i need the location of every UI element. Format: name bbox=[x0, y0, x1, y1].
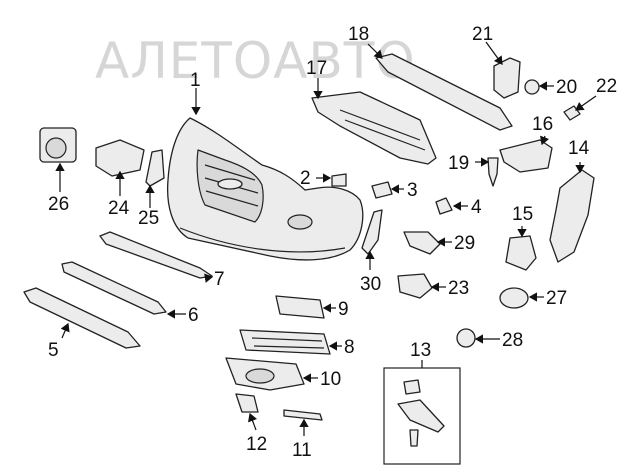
callout-8: 8 bbox=[344, 337, 355, 358]
grille-insert[interactable] bbox=[239, 329, 331, 355]
callout-2: 2 bbox=[300, 168, 311, 189]
callout-3: 3 bbox=[407, 180, 418, 201]
sensor-holder[interactable] bbox=[505, 235, 537, 271]
callout-28: 28 bbox=[502, 330, 523, 351]
mount-plate[interactable] bbox=[145, 149, 165, 187]
callout-21: 21 bbox=[472, 24, 493, 45]
callout-23: 23 bbox=[448, 278, 469, 299]
callout-29: 29 bbox=[454, 233, 475, 254]
mount-bracket[interactable] bbox=[499, 139, 553, 173]
bolt-22[interactable] bbox=[563, 105, 581, 121]
callout-17: 17 bbox=[306, 58, 327, 79]
callout-19: 19 bbox=[448, 153, 469, 174]
leader-lines bbox=[55, 41, 597, 436]
callout-6: 6 bbox=[188, 305, 199, 326]
callout-22: 22 bbox=[596, 76, 617, 97]
callout-26: 26 bbox=[48, 194, 69, 215]
parking-sensor[interactable] bbox=[499, 287, 529, 309]
cover-cap[interactable] bbox=[235, 393, 259, 413]
callout-12: 12 bbox=[246, 434, 267, 455]
reinforcement-bar[interactable] bbox=[375, 53, 513, 131]
callout-14: 14 bbox=[568, 138, 590, 159]
sensor-ring[interactable] bbox=[456, 328, 476, 348]
bumper-cover[interactable] bbox=[166, 117, 364, 261]
callout-15: 15 bbox=[512, 204, 533, 225]
callout-24: 24 bbox=[108, 198, 130, 219]
bolt-19[interactable] bbox=[487, 157, 499, 187]
skid-plate[interactable] bbox=[23, 287, 141, 349]
callout-9: 9 bbox=[338, 299, 349, 320]
callout-7: 7 bbox=[214, 269, 225, 290]
callout-13: 13 bbox=[410, 340, 431, 361]
bar-bracket[interactable] bbox=[493, 57, 521, 99]
strip-30[interactable] bbox=[361, 209, 383, 255]
impact-absorber[interactable] bbox=[311, 91, 437, 165]
callout-18: 18 bbox=[348, 24, 369, 45]
lower-panel[interactable] bbox=[61, 261, 167, 315]
callout-27: 27 bbox=[546, 288, 567, 309]
watermark-text: АЛЕТОАВТО bbox=[95, 32, 416, 90]
callout-25: 25 bbox=[138, 208, 159, 229]
trim-strip[interactable] bbox=[283, 409, 323, 421]
plate-mount[interactable] bbox=[275, 295, 325, 319]
fog-cover-23[interactable] bbox=[397, 273, 433, 299]
callout-20: 20 bbox=[556, 77, 577, 98]
callout-30: 30 bbox=[360, 274, 381, 295]
fog-cover-29[interactable] bbox=[403, 231, 441, 255]
screw-2[interactable] bbox=[331, 173, 347, 187]
clip-4[interactable] bbox=[435, 197, 453, 215]
callout-4: 4 bbox=[471, 197, 482, 218]
nut[interactable] bbox=[524, 79, 540, 95]
control-module[interactable] bbox=[95, 139, 145, 177]
side-bracket[interactable] bbox=[549, 169, 595, 263]
callout-5: 5 bbox=[48, 340, 59, 361]
callout-10: 10 bbox=[320, 369, 341, 390]
callout-16: 16 bbox=[532, 114, 553, 135]
callout-1: 1 bbox=[190, 70, 201, 91]
clip-3[interactable] bbox=[371, 181, 393, 199]
callout-11: 11 bbox=[292, 440, 312, 461]
